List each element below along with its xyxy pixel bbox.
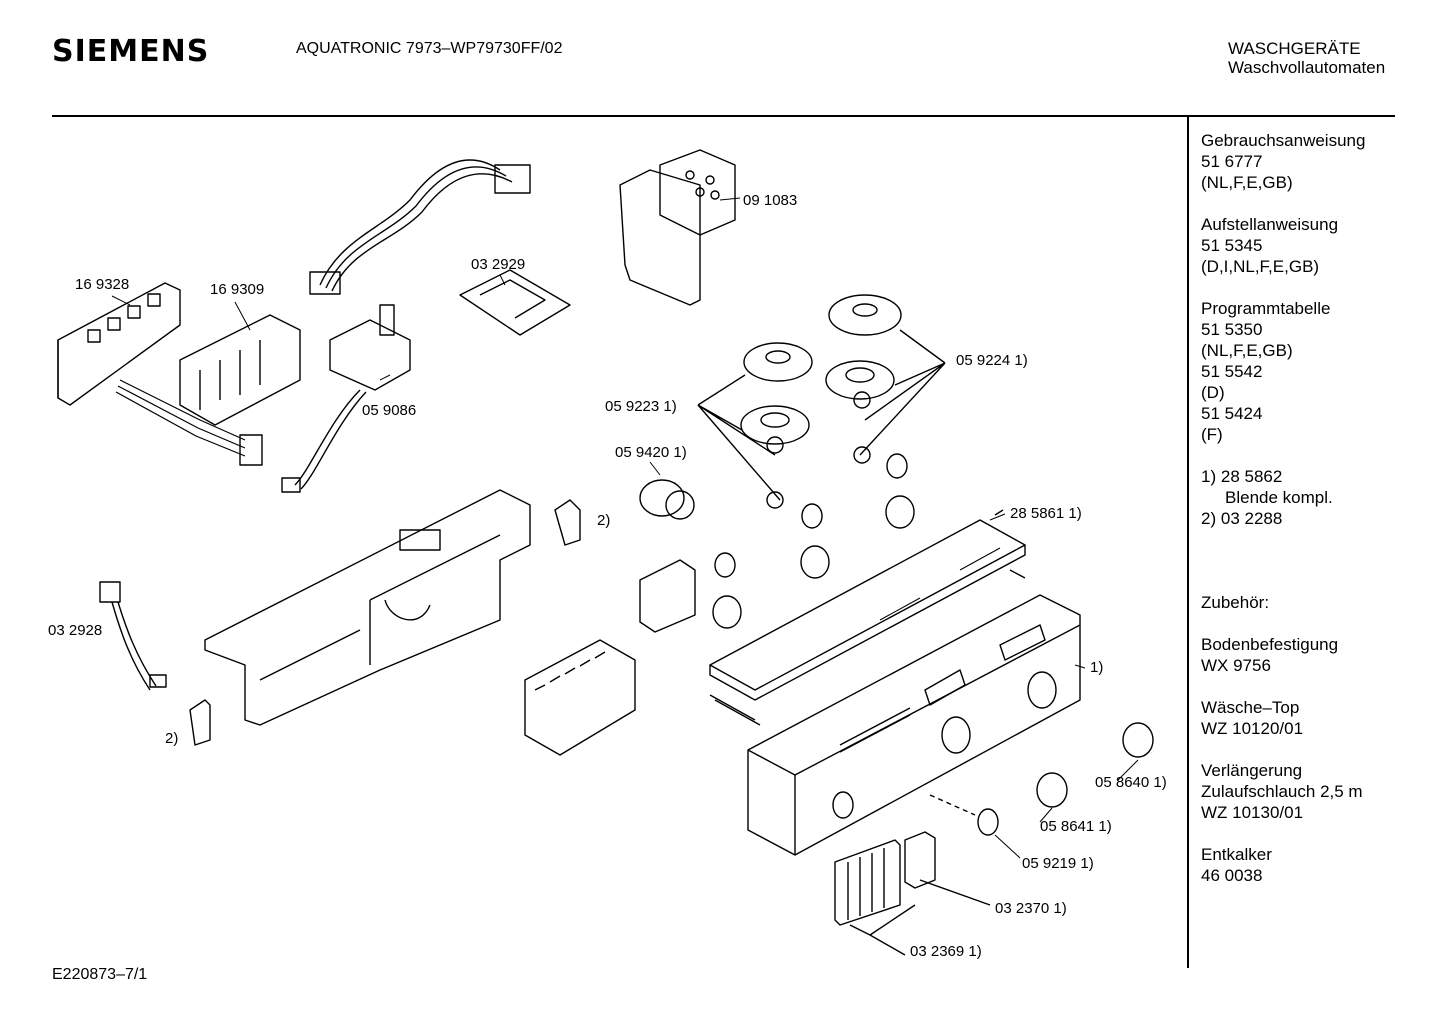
program-selector-drawing [281, 304, 411, 493]
sensor-cable-drawing [99, 581, 167, 691]
doc-number: 51 5424 [1201, 404, 1263, 423]
footnote-marker: 2) [1201, 509, 1217, 528]
doc-number: 51 5345 [1201, 236, 1263, 255]
doc-langs: (D,I,NL,F,E,GB) [1201, 257, 1320, 276]
part-label: 2) [165, 730, 179, 747]
part-label: 05 9086 [362, 402, 417, 419]
footnote-2: 2) 03 2288 [1201, 508, 1365, 529]
doc-title: Programmtabelle [1201, 299, 1331, 318]
part-label: 28 5861 1) [1010, 505, 1082, 522]
sidebar: Gebrauchsanweisung 51 6777 (NL,F,E,GB) A… [1201, 130, 1365, 886]
wire-harness-drawing [309, 159, 531, 295]
doc-number: 51 6777 [1201, 152, 1263, 171]
interference-filter-drawing [459, 269, 571, 336]
switch-block-drawing [179, 314, 301, 426]
part-label: 05 9219 1) [1022, 855, 1094, 872]
footnote-sub: Blende kompl. [1225, 488, 1333, 507]
push-buttons-drawing [834, 831, 991, 956]
accessory-name: Verlängerung [1201, 761, 1303, 780]
relay-module-drawing [524, 559, 696, 756]
accessory-code: WZ 10130/01 [1201, 803, 1304, 822]
footnote-text: 03 2288 [1220, 509, 1283, 528]
part-label: 03 2370 1) [995, 900, 1067, 917]
doc-langs: (NL,F,E,GB) [1201, 173, 1293, 192]
accessory-code: 46 0038 [1201, 866, 1263, 885]
doc-langs: (F) [1201, 425, 1223, 444]
sidebar-divider [1187, 116, 1189, 968]
doc-title: Gebrauchsanweisung [1201, 131, 1366, 150]
model-title: AQUATRONIC 7973–WP79730FF/02 [296, 40, 563, 57]
chassis-frame-drawing [189, 489, 581, 746]
door-lock-drawing [619, 149, 736, 306]
accessory-name: Bodenbefestigung [1201, 635, 1339, 654]
part-label: 16 9309 [210, 281, 265, 298]
knob-discs-drawing [697, 294, 946, 501]
header-divider [52, 115, 1395, 117]
category-line2: Waschvollautomaten [1228, 58, 1386, 77]
part-label: 05 9420 1) [615, 444, 687, 461]
accessory-floor: Bodenbefestigung WX 9756 [1201, 634, 1365, 676]
footnote-marker: 1) [1201, 467, 1217, 486]
footnote-text: 28 5862 [1220, 467, 1283, 486]
part-label: 03 2369 1) [910, 943, 982, 960]
control-panel-drawing [747, 594, 1081, 856]
part-label: 05 8640 1) [1095, 774, 1167, 791]
category-line1: WASCHGERÄTE [1228, 39, 1361, 58]
accessory-name: Wäsche–Top [1201, 698, 1300, 717]
part-label: 03 2929 [471, 256, 526, 273]
small-gears-drawing [712, 391, 915, 629]
pressure-switch-drawing [639, 479, 695, 520]
accessories-title: Zubehör: [1201, 593, 1270, 612]
doc-langs: (D) [1201, 383, 1225, 402]
doc-number: 51 5542 [1201, 362, 1263, 381]
leader-lines [111, 197, 1139, 859]
doc-program-table: Programmtabelle 51 5350 (NL,F,E,GB) 51 5… [1201, 298, 1365, 445]
part-label: 05 9223 1) [605, 398, 677, 415]
part-label: 2) [597, 512, 611, 529]
fascia-cover-drawing [709, 509, 1026, 726]
accessory-name: Entkalker [1201, 845, 1272, 864]
accessory-top: Wäsche–Top WZ 10120/01 [1201, 697, 1365, 739]
part-label: 05 9224 1) [956, 352, 1028, 369]
drawing-code: E220873–7/1 [52, 966, 148, 983]
doc-title: Aufstellanweisung [1201, 215, 1339, 234]
knobs-drawing [929, 722, 1154, 836]
control-pcb-drawing [57, 282, 263, 466]
footnote-1: 1) 28 5862 [1201, 466, 1365, 487]
brand-logo: SIEMENS [52, 34, 210, 69]
accessory-name2: Zulaufschlauch 2,5 m [1201, 782, 1363, 801]
part-label: 16 9328 [75, 276, 130, 293]
accessory-code: WX 9756 [1201, 656, 1271, 675]
doc-number: 51 5350 [1201, 320, 1263, 339]
doc-manual: Gebrauchsanweisung 51 6777 (NL,F,E,GB) [1201, 130, 1365, 193]
accessory-code: WZ 10120/01 [1201, 719, 1304, 738]
part-label: 05 8641 1) [1040, 818, 1112, 835]
accessory-descaler: Entkalker 46 0038 [1201, 844, 1365, 886]
accessory-hose: Verlängerung Zulaufschlauch 2,5 m WZ 101… [1201, 760, 1365, 823]
category-heading: WASCHGERÄTE Waschvollautomaten [1228, 39, 1385, 77]
part-label: 03 2928 [48, 622, 103, 639]
doc-langs: (NL,F,E,GB) [1201, 341, 1293, 360]
exploded-parts-diagram [57, 149, 1154, 956]
part-label: 1) [1090, 659, 1104, 676]
doc-install: Aufstellanweisung 51 5345 (D,I,NL,F,E,GB… [1201, 214, 1365, 277]
part-label: 09 1083 [743, 192, 798, 209]
